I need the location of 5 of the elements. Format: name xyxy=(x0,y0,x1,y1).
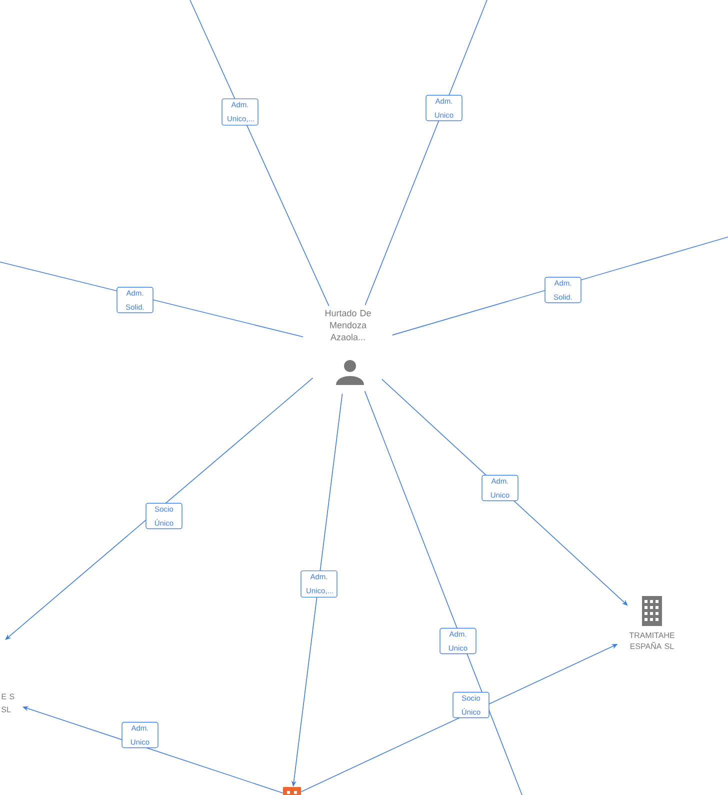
node-text: E S SL xyxy=(2,694,14,712)
node-label: Hurtado De Mendoza Azaola... xyxy=(325,310,371,340)
node-label: TRAMITAHE ESPAÑA SL xyxy=(629,632,674,650)
arrow xyxy=(5,378,314,640)
building-icon xyxy=(283,787,301,795)
